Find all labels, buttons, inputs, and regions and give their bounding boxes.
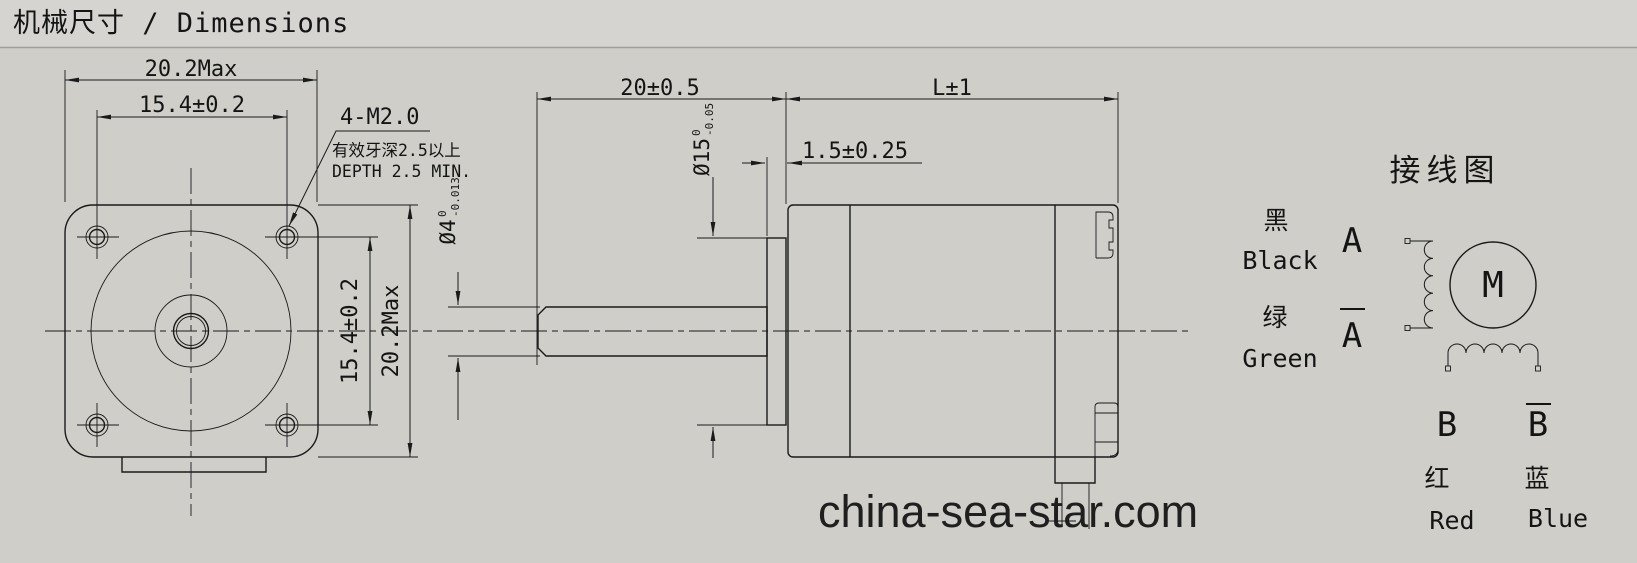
lead-bbar-color-cn: 蓝 [1524,464,1549,493]
header-band [0,0,1637,47]
dim-hole-pitch-v: 15.4±0.2 [338,278,363,384]
thread-leader-line [288,130,430,227]
svg-text:Ø15: Ø15 [690,138,714,176]
rear-connector-bottom [1094,402,1119,457]
watermark-text: china-sea-star.com [818,486,1198,537]
side-view-dimensions: 20±0.5 L±1 1.5±0.25 Ø15 0 -0.05 Ø4 0 -0.… [436,76,1119,458]
front-view [45,110,432,516]
svg-text:Ø4: Ø4 [436,219,460,244]
lead-b-color-en: Red [1429,506,1474,535]
thread-note-en: DEPTH 2.5 MIN. [332,162,471,181]
svg-text:-0.05: -0.05 [703,103,716,136]
svg-text:0: 0 [436,210,449,217]
dim-hole-pitch-h: 15.4±0.2 [139,93,245,118]
mounting-hole-bottom-left [77,403,119,447]
lead-abar-color-en: Green [1242,344,1317,373]
svg-text:-0.013: -0.013 [449,177,462,217]
lead-bbar-label: B [1528,405,1548,445]
dim-body-length: L±1 [932,76,972,101]
lead-b-color-cn: 红 [1424,464,1449,493]
dim-shaft-diameter: Ø4 0 -0.013 [436,177,462,244]
lead-abar-label: A [1342,316,1362,356]
dim-height-max: 20.2Max [379,285,404,378]
dim-boss-diameter: Ø15 0 -0.05 [690,103,716,176]
dim-width-max: 20.2Max [145,57,238,82]
mounting-hole-top-right [265,110,378,259]
shaft [537,306,768,357]
page-title: 机械尺寸 / Dimensions [13,8,349,39]
wiring-diagram: 接线图 黑 Black A 绿 Green A M B B 红 [1242,153,1588,535]
lead-b-label: B [1437,405,1457,445]
front-view-dimensions: 20.2Max 15.4±0.2 4-M2.0 有效牙深2.5以上 DEPTH … [64,57,471,458]
phase-b-coil [1445,343,1541,372]
bottom-tab [121,457,267,473]
thread-note-cn: 有效牙深2.5以上 [332,141,461,160]
dim-boss-thickness: 1.5±0.25 [802,139,908,164]
motor-symbol-label: M [1482,265,1504,306]
svg-text:0: 0 [690,129,703,136]
wire-exit-block [1054,457,1096,484]
lead-a-color-cn: 黑 [1263,206,1288,235]
mounting-hole-top-left [77,110,119,259]
lead-a-label: A [1342,221,1362,261]
lead-abar-color-cn: 绿 [1262,303,1287,332]
rear-connector-top [1095,211,1114,259]
lead-a-color-en: Black [1242,246,1317,275]
phase-a-coil [1404,238,1434,331]
motor-symbol-circle [1449,241,1537,329]
wiring-title: 接线图 [1390,153,1501,189]
lead-bbar-color-en: Blue [1528,504,1588,533]
mounting-hole-bottom-right [265,403,378,447]
thread-callout: 4-M2.0 [340,105,419,130]
dim-shaft-length: 20±0.5 [620,76,699,101]
side-view [437,204,1193,529]
pilot-boss [766,237,787,426]
